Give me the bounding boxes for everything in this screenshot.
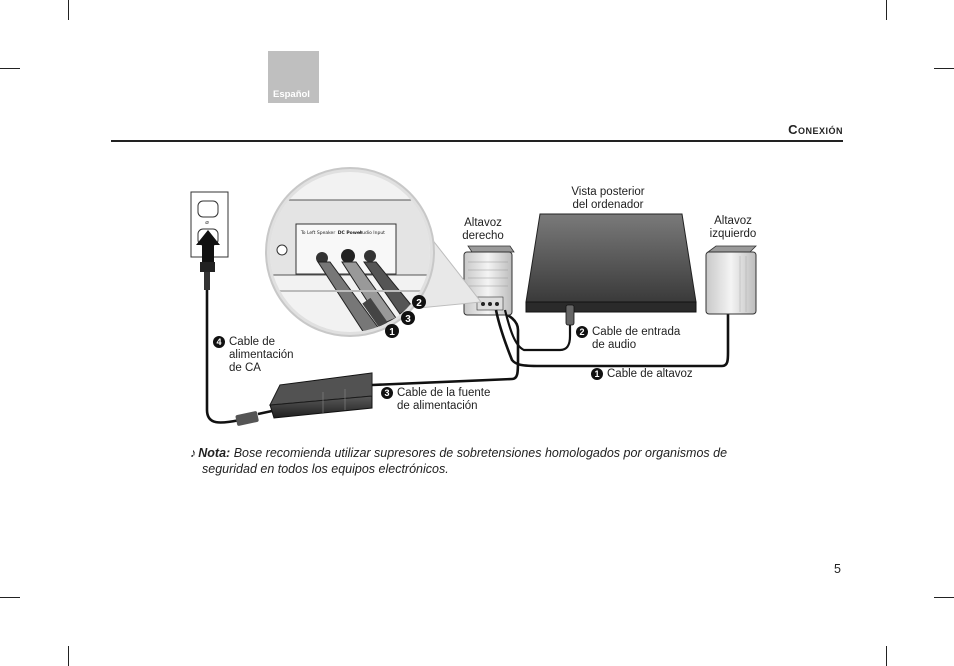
crop-mark xyxy=(68,0,69,20)
callout-number: 3 xyxy=(381,387,393,399)
callout-number: 4 xyxy=(213,336,225,348)
zoom-detail: To Left Speaker DC Power Audio Input xyxy=(265,167,435,337)
ac-plug xyxy=(235,411,259,426)
panel-label-audio-input: Audio Input xyxy=(359,230,385,236)
speaker-cable xyxy=(494,309,730,368)
crop-mark xyxy=(934,597,954,598)
panel-label-dc-power: DC Power xyxy=(338,230,363,236)
power-supply xyxy=(257,372,373,419)
panel-label-left-speaker: To Left Speaker xyxy=(300,230,336,236)
crop-mark xyxy=(68,646,69,666)
power-supply-cable xyxy=(371,310,520,387)
note: ♪Nota: Bose recomienda utilizar supresor… xyxy=(190,445,830,477)
right-speaker-label: Altavoz derecho xyxy=(462,217,504,242)
zoom-marker-1: 1 xyxy=(385,324,399,338)
svg-text:3: 3 xyxy=(405,314,411,325)
note-text-line2: seguridad en todos los equipos electróni… xyxy=(202,462,449,476)
section-title: Conexión xyxy=(788,122,843,137)
ac-power-cable xyxy=(205,289,241,424)
zoom-marker-2: 2 xyxy=(412,295,426,309)
svg-text:1: 1 xyxy=(389,327,395,338)
svg-text:⌀: ⌀ xyxy=(205,219,209,226)
crop-mark xyxy=(886,0,887,20)
crop-mark xyxy=(934,68,954,69)
language-tab: Español xyxy=(268,51,319,103)
crop-mark xyxy=(0,68,20,69)
plug-arrow-icon xyxy=(196,230,220,290)
note-label: Nota: xyxy=(198,446,231,460)
computer-label: Vista posterior del ordenador xyxy=(571,186,645,211)
header-rule xyxy=(111,140,843,142)
audio-input-cable xyxy=(503,309,572,352)
callout-number: 1 xyxy=(591,368,603,380)
computer-rear xyxy=(525,213,697,326)
crop-mark xyxy=(0,597,20,598)
crop-mark xyxy=(886,646,887,666)
svg-text:2: 2 xyxy=(416,298,422,309)
note-text-line1: Bose recomienda utilizar supresores de s… xyxy=(233,446,728,460)
callout-number: 2 xyxy=(576,326,588,338)
note-icon: ♪ xyxy=(190,446,197,460)
left-speaker xyxy=(705,245,757,315)
right-speaker xyxy=(463,245,515,316)
language-tab-label: Español xyxy=(273,89,310,100)
page-number: 5 xyxy=(834,562,841,576)
left-speaker-label: Altavoz izquierdo xyxy=(709,215,757,240)
zoom-marker-3: 3 xyxy=(401,311,415,325)
